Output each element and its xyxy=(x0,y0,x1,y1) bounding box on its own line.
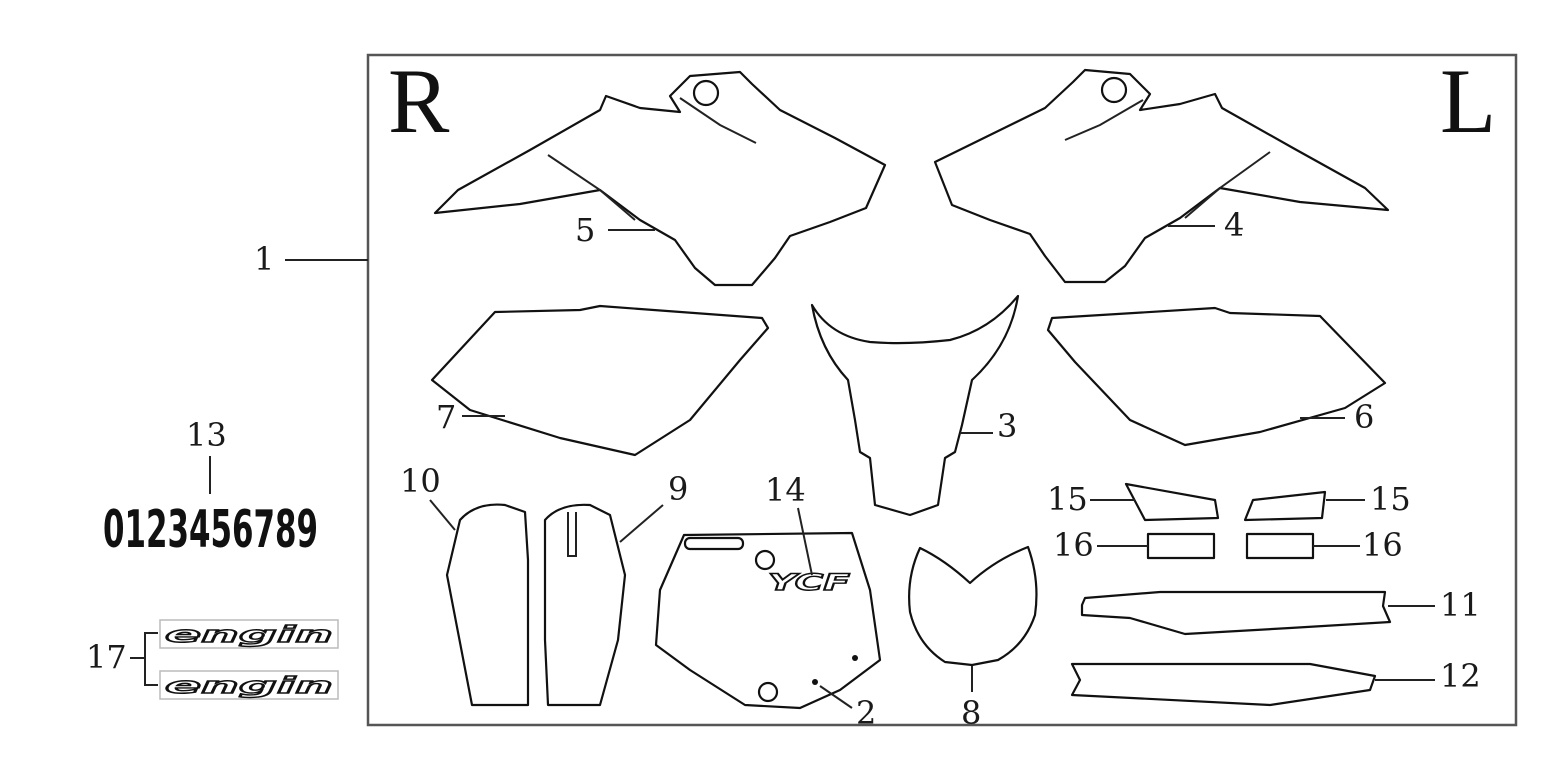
tank-decal-left-part xyxy=(1124,482,1220,522)
callout-8: 8 xyxy=(961,694,981,732)
fork-guard-left-part xyxy=(445,503,530,707)
callout-16-right: 16 xyxy=(1362,526,1403,564)
callout-17: 17 xyxy=(86,638,127,676)
brand-decal-bracket xyxy=(130,632,158,686)
callout-1: 1 xyxy=(254,240,274,278)
callout-11: 11 xyxy=(1440,586,1481,624)
plate-logo-leader xyxy=(797,507,813,576)
callout-6: 6 xyxy=(1354,398,1374,436)
brand-decal-bottom-text: engin xyxy=(165,674,333,699)
plate-logo-decal: YCF xyxy=(768,571,850,596)
front-fender-part xyxy=(810,294,1020,517)
callout-4: 4 xyxy=(1224,206,1244,244)
callout-10: 10 xyxy=(400,462,441,500)
brand-decal-top-text: engin xyxy=(165,623,333,648)
tank-decal-right-part xyxy=(1243,490,1327,522)
callout-3: 3 xyxy=(997,407,1017,445)
callout-2: 2 xyxy=(856,694,876,732)
callout-7: 7 xyxy=(436,398,456,436)
callout-12: 12 xyxy=(1440,657,1481,695)
callout-16-left: 16 xyxy=(1053,526,1094,564)
right-shroud-part xyxy=(433,70,887,287)
callout-14: 14 xyxy=(765,471,806,509)
rear-fender-left-part xyxy=(1080,590,1392,636)
brand-decal-bottom: engin xyxy=(159,670,339,700)
brand-decal-top: engin xyxy=(159,619,339,649)
left-side-label: L xyxy=(1440,50,1496,152)
small-decal-right-part xyxy=(1245,532,1315,560)
kit-frame xyxy=(366,53,1518,727)
left-shroud-part xyxy=(933,68,1390,284)
number-set-decal: 0123456789 xyxy=(103,500,318,560)
fork-guard-right-part xyxy=(543,503,627,707)
callout-15-right: 15 xyxy=(1370,480,1411,518)
front-number-plate-part xyxy=(654,531,882,710)
callout-5: 5 xyxy=(575,211,595,249)
rear-fender-right-part xyxy=(1070,662,1377,707)
left-side-panel-part xyxy=(1046,306,1387,447)
right-side-panel-part xyxy=(430,304,770,457)
fork-guard-left-leader xyxy=(429,499,456,531)
callout-15-left: 15 xyxy=(1047,480,1088,518)
number-plate-leader xyxy=(819,685,853,709)
fork-guard-right-leader xyxy=(619,504,664,543)
right-side-label: R xyxy=(388,50,450,152)
callout-13: 13 xyxy=(186,416,227,454)
headlight-decal-part xyxy=(908,545,1038,667)
callout-9: 9 xyxy=(668,470,688,508)
small-decal-left-part xyxy=(1146,532,1216,560)
